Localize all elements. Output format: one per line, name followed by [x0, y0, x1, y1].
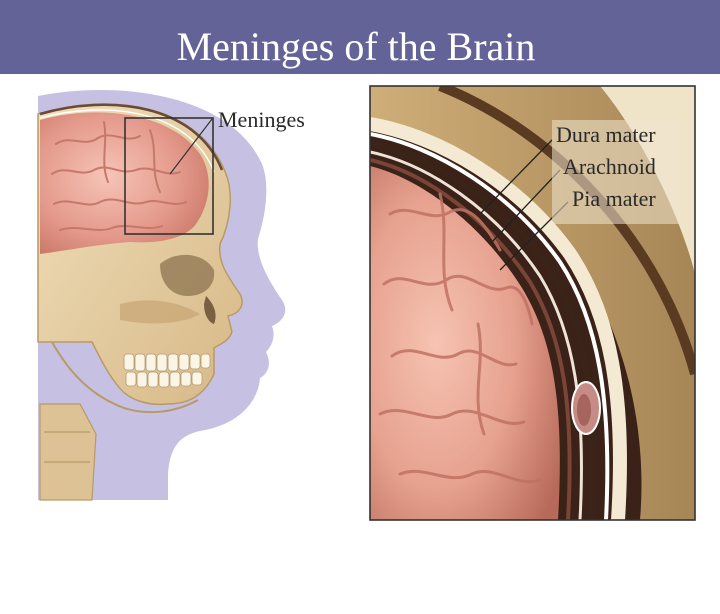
dura-mater-leader-line — [479, 139, 553, 215]
meninges-leader-line — [169, 118, 213, 175]
label-backdrop — [552, 120, 680, 224]
slide-title: Meninges of the Brain — [176, 24, 536, 69]
dura-mater-label: Dura mater — [556, 122, 656, 147]
arachnoid-leader-line — [491, 169, 561, 243]
arachnoid-label: Arachnoid — [563, 154, 656, 179]
title-bar — [0, 0, 720, 74]
inset-frame — [369, 85, 696, 521]
meninges-label: Meninges — [218, 107, 305, 132]
pia-mater-label: Pia mater — [572, 186, 656, 211]
meninges-illustration: Meninges — [37, 85, 696, 521]
zoom-box — [124, 117, 214, 235]
